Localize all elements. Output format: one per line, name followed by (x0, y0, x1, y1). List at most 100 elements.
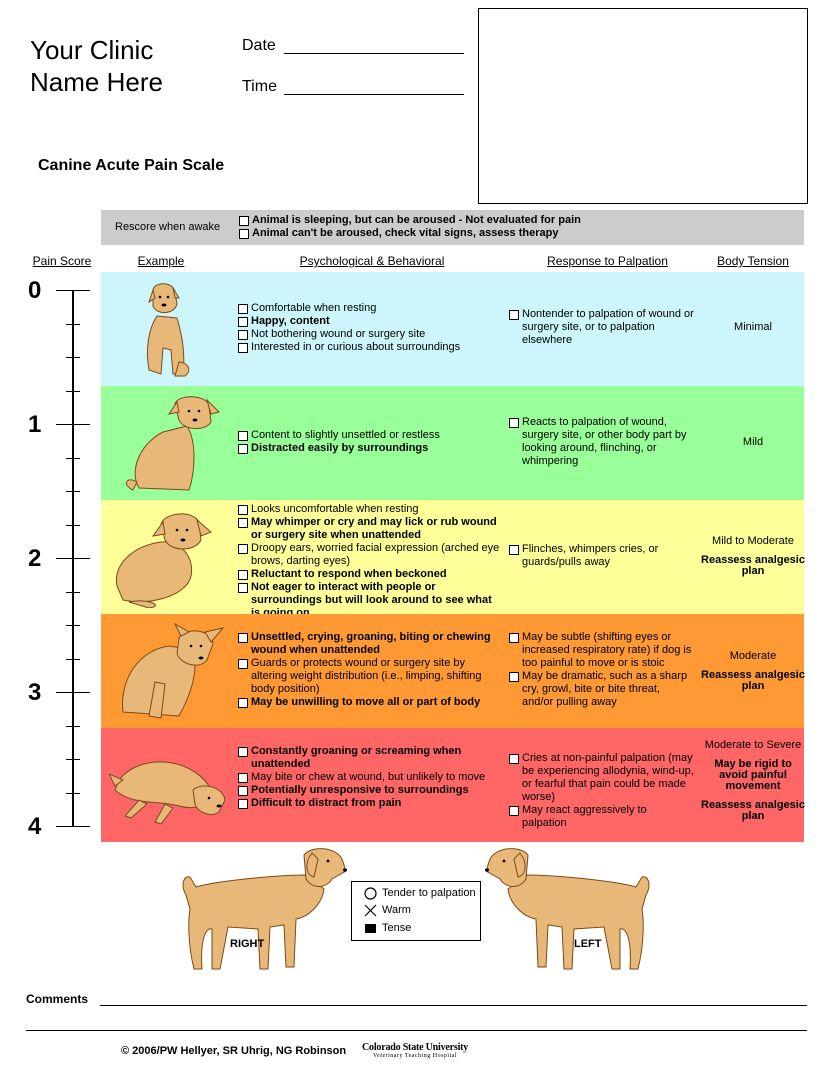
pain-score-4: 4 (28, 813, 42, 840)
major-tick (56, 290, 90, 291)
major-tick (56, 424, 90, 425)
circle-icon (364, 886, 377, 900)
band-0-psych-item[interactable]: Comfortable when resting (237, 302, 502, 315)
pain-band-3: Unsettled, crying, groaning, biting or c… (101, 614, 805, 728)
band-3-psych: Unsettled, crying, groaning, biting or c… (237, 631, 502, 709)
rescore-option-unarousable[interactable]: Animal can't be aroused, check vital sig… (238, 227, 581, 240)
band-3-response-item[interactable]: May be subtle (shifting eyes or increase… (508, 631, 694, 670)
band-3-response-item[interactable]: May be dramatic, such as a sharp cry, gr… (508, 670, 694, 709)
band-0-psych-item[interactable]: Interested in or curious about surroundi… (237, 341, 502, 354)
band-1-psych-item[interactable]: Content to slightly unsettled or restles… (237, 429, 502, 442)
minor-tick (66, 625, 80, 626)
band-0-psych-item[interactable]: Not bothering wound or surgery site (237, 328, 502, 341)
rescore-option-sleeping[interactable]: Animal is sleeping, but can be aroused -… (238, 214, 581, 227)
band-2-response: Flinches, whimpers cries, or guards/pull… (508, 543, 694, 569)
rescore-label: Rescore when awake (115, 221, 221, 233)
minor-tick (66, 793, 80, 794)
cross-icon (364, 904, 377, 917)
time-line[interactable] (284, 94, 464, 95)
band-0-response-item[interactable]: Nontender to palpation of wound or surge… (508, 308, 694, 347)
rescore-options: Animal is sleeping, but can be aroused -… (238, 214, 581, 240)
band-2-tension-text: Mild to Moderate (712, 535, 794, 547)
minor-tick (66, 391, 80, 392)
band-0-psych-item[interactable]: Happy, content (237, 315, 502, 328)
band-1-psych: Content to slightly unsettled or restles… (237, 429, 502, 455)
band-2-psych-item[interactable]: Droopy ears, worried facial expression (… (237, 542, 502, 568)
date-label: Date (242, 37, 276, 54)
band-4-tension-rigid: May be rigid to avoid painful movement (714, 758, 792, 792)
right-side-label: RIGHT (230, 938, 265, 950)
pain-score-0: 0 (28, 277, 42, 304)
band-4-psych-item[interactable]: Constantly groaning or screaming when un… (237, 745, 502, 771)
date-line[interactable] (284, 53, 464, 54)
band-0-psych: Comfortable when resting Happy, content … (237, 302, 502, 354)
dog-right-side-body-map[interactable] (176, 845, 348, 975)
legend-tense: Tense (364, 921, 411, 935)
band-3-psych-item[interactable]: Unsettled, crying, groaning, biting or c… (237, 631, 502, 657)
minor-tick (66, 357, 80, 358)
band-3-psych-item[interactable]: Guards or protects wound or surgery site… (237, 657, 502, 696)
body-map-legend: Tender to palpation Warm Tense (351, 881, 481, 941)
band-4-psych-item[interactable]: May bite or chew at wound, but unlikely … (237, 771, 502, 784)
legend-warm-label: Warm (382, 904, 411, 916)
column-header-pain-score: Pain Score (32, 254, 92, 268)
pain-band-4: Constantly groaning or screaming when un… (101, 728, 805, 842)
legend-tender-label: Tender to palpation (382, 887, 476, 899)
rescore-row: Rescore when awake Animal is sleeping, b… (101, 210, 804, 245)
dog-lying-collapsed-illustration (109, 761, 226, 825)
band-2-response-item[interactable]: Flinches, whimpers cries, or guards/pull… (508, 543, 694, 569)
time-field[interactable]: Time (242, 78, 464, 96)
band-3-tension-reassess: Reassess analgesic plan (701, 669, 805, 692)
band-2-psych-item[interactable]: Reluctant to respond when beckoned (237, 568, 502, 581)
minor-tick (66, 458, 80, 459)
patient-label-box (478, 8, 808, 204)
band-0-tension-text: Minimal (734, 321, 772, 333)
filled-square-icon (364, 922, 377, 935)
band-3-tension: Moderate Reassess analgesic plan (701, 651, 805, 692)
date-field[interactable]: Date (242, 37, 464, 55)
band-0-response: Nontender to palpation of wound or surge… (508, 308, 694, 347)
band-4-response-item[interactable]: Cries at non-painful palpation (may be e… (508, 752, 694, 804)
clinic-name-line2: Name Here (30, 67, 163, 97)
band-2-psych-item[interactable]: Looks uncomfortable when resting (237, 503, 502, 516)
comments-label: Comments (26, 992, 89, 1006)
band-2-psych: Looks uncomfortable when resting May whi… (237, 503, 502, 620)
band-4-response-item[interactable]: May react aggressively to palpation (508, 804, 694, 830)
clinic-name: Your Clinic Name Here (30, 34, 230, 98)
column-header-psych: Psychological & Behavioral (299, 254, 445, 268)
major-tick (56, 692, 90, 693)
minor-tick (66, 324, 80, 325)
page-title: Canine Acute Pain Scale (38, 157, 225, 174)
dog-lying-curled-illustration (116, 513, 212, 608)
comments-field[interactable] (100, 1005, 807, 1006)
minor-tick (66, 659, 80, 660)
pain-score-3: 3 (28, 679, 42, 706)
band-1-response-item[interactable]: Reacts to palpation of wound, surgery si… (508, 416, 694, 468)
band-1-psych-item[interactable]: Distracted easily by surroundings (237, 442, 502, 455)
band-0-tension: Minimal (701, 322, 805, 333)
pain-band-0: Comfortable when resting Happy, content … (101, 272, 804, 386)
band-4-psych: Constantly groaning or screaming when un… (237, 745, 502, 810)
dog-left-side-body-map[interactable] (484, 845, 656, 975)
minor-tick (66, 491, 80, 492)
major-tick (56, 826, 90, 827)
column-header-response: Response to Palpation (547, 254, 668, 268)
clinic-name-line1: Your Clinic (30, 35, 154, 65)
band-4-psych-item[interactable]: Difficult to distract from pain (237, 797, 502, 810)
band-1-tension: Mild (701, 437, 805, 448)
legend-tender: Tender to palpation (364, 886, 476, 900)
left-side-label: LEFT (574, 938, 602, 950)
band-2-psych-item[interactable]: May whimper or cry and may lick or rub w… (237, 516, 502, 542)
column-header-example: Example (137, 254, 185, 268)
pain-band-1: Content to slightly unsettled or restles… (101, 386, 804, 500)
csu-logo: Colorado State University Veterinary Tea… (362, 1042, 469, 1059)
band-3-response: May be subtle (shifting eyes or increase… (508, 631, 694, 709)
band-4-response: Cries at non-painful palpation (may be e… (508, 752, 694, 830)
band-4-tension-reassess: Reassess analgesic plan (701, 799, 805, 822)
time-label: Time (242, 78, 277, 95)
band-3-tension-text: Moderate (729, 650, 777, 662)
band-4-psych-item[interactable]: Potentially unresponsive to surroundings (237, 784, 502, 797)
band-3-psych-item[interactable]: May be unwilling to move all or part of … (237, 696, 502, 709)
dog-hunched-guarding-illustration (122, 622, 225, 719)
band-4-tension-text: Moderate to Severe (704, 739, 802, 751)
